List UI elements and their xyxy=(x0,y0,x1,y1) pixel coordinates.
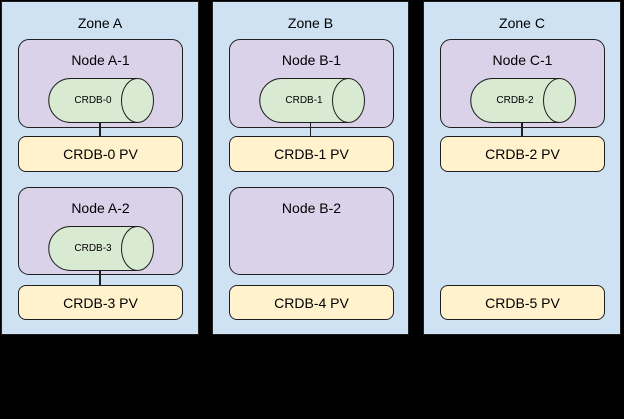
pv-crdb-5: CRDB-5 PV xyxy=(440,285,605,320)
node-c1-box: Node C-1 CRDB-2 xyxy=(440,39,605,128)
zone-a-title: Zone A xyxy=(77,15,123,31)
node-b1-title: Node B-1 xyxy=(281,52,342,68)
connector-b1-pv xyxy=(309,123,311,137)
node-a2-title: Node A-2 xyxy=(71,200,130,216)
disk-crdb-1-label: CRDB-1 xyxy=(285,95,323,106)
connector-a1-pv xyxy=(99,123,101,137)
node-b2-title: Node B-2 xyxy=(281,200,342,216)
connector-c1-pv xyxy=(521,123,523,137)
pv-crdb-4-label: CRDB-4 PV xyxy=(274,294,349,311)
pv-crdb-3: CRDB-3 PV xyxy=(18,285,183,320)
disk-crdb-3: CRDB-3 xyxy=(48,226,154,271)
disk-crdb-0: CRDB-0 xyxy=(48,78,154,123)
disk-crdb-3-label: CRDB-3 xyxy=(74,243,112,254)
pv-crdb-2: CRDB-2 PV xyxy=(440,136,605,172)
cylinder-icon xyxy=(470,78,576,123)
cylinder-icon xyxy=(259,78,365,123)
node-b1-box: Node B-1 CRDB-1 xyxy=(229,39,394,128)
zone-a-container: Zone A Node A-1 CRDB-0 CRDB-0 PV Node A-… xyxy=(1,1,199,335)
disk-crdb-1: CRDB-1 xyxy=(259,78,365,123)
zone-b-title: Zone B xyxy=(287,15,334,31)
cylinder-icon xyxy=(48,226,154,271)
disk-crdb-2-label: CRDB-2 xyxy=(496,95,534,106)
pv-crdb-0: CRDB-0 PV xyxy=(18,136,183,172)
pv-crdb-5-label: CRDB-5 PV xyxy=(485,294,560,311)
pv-crdb-1: CRDB-1 PV xyxy=(229,136,394,172)
pv-crdb-0-label: CRDB-0 PV xyxy=(63,146,138,162)
node-c1-title: Node C-1 xyxy=(492,52,553,68)
pv-crdb-2-label: CRDB-2 PV xyxy=(485,146,560,162)
pv-crdb-1-label: CRDB-1 PV xyxy=(274,146,349,162)
node-a2-box: Node A-2 CRDB-3 xyxy=(18,187,183,275)
disk-crdb-0-label: CRDB-0 xyxy=(74,95,112,106)
pv-crdb-4: CRDB-4 PV xyxy=(229,285,394,320)
zone-c-title: Zone C xyxy=(499,15,545,31)
pv-crdb-3-label: CRDB-3 PV xyxy=(63,294,138,311)
cylinder-icon xyxy=(48,78,154,123)
disk-crdb-2: CRDB-2 xyxy=(470,78,576,123)
zone-b-container: Zone B Node B-1 CRDB-1 CRDB-1 PV Node B-… xyxy=(212,1,409,335)
connector-a2-pv xyxy=(99,270,101,286)
zone-c-container: Zone C Node C-1 CRDB-2 CRDB-2 PV CRDB-5 … xyxy=(423,1,621,335)
node-b2-box: Node B-2 xyxy=(229,187,394,275)
node-a1-box: Node A-1 CRDB-0 xyxy=(18,39,183,128)
node-a1-title: Node A-1 xyxy=(71,52,130,68)
